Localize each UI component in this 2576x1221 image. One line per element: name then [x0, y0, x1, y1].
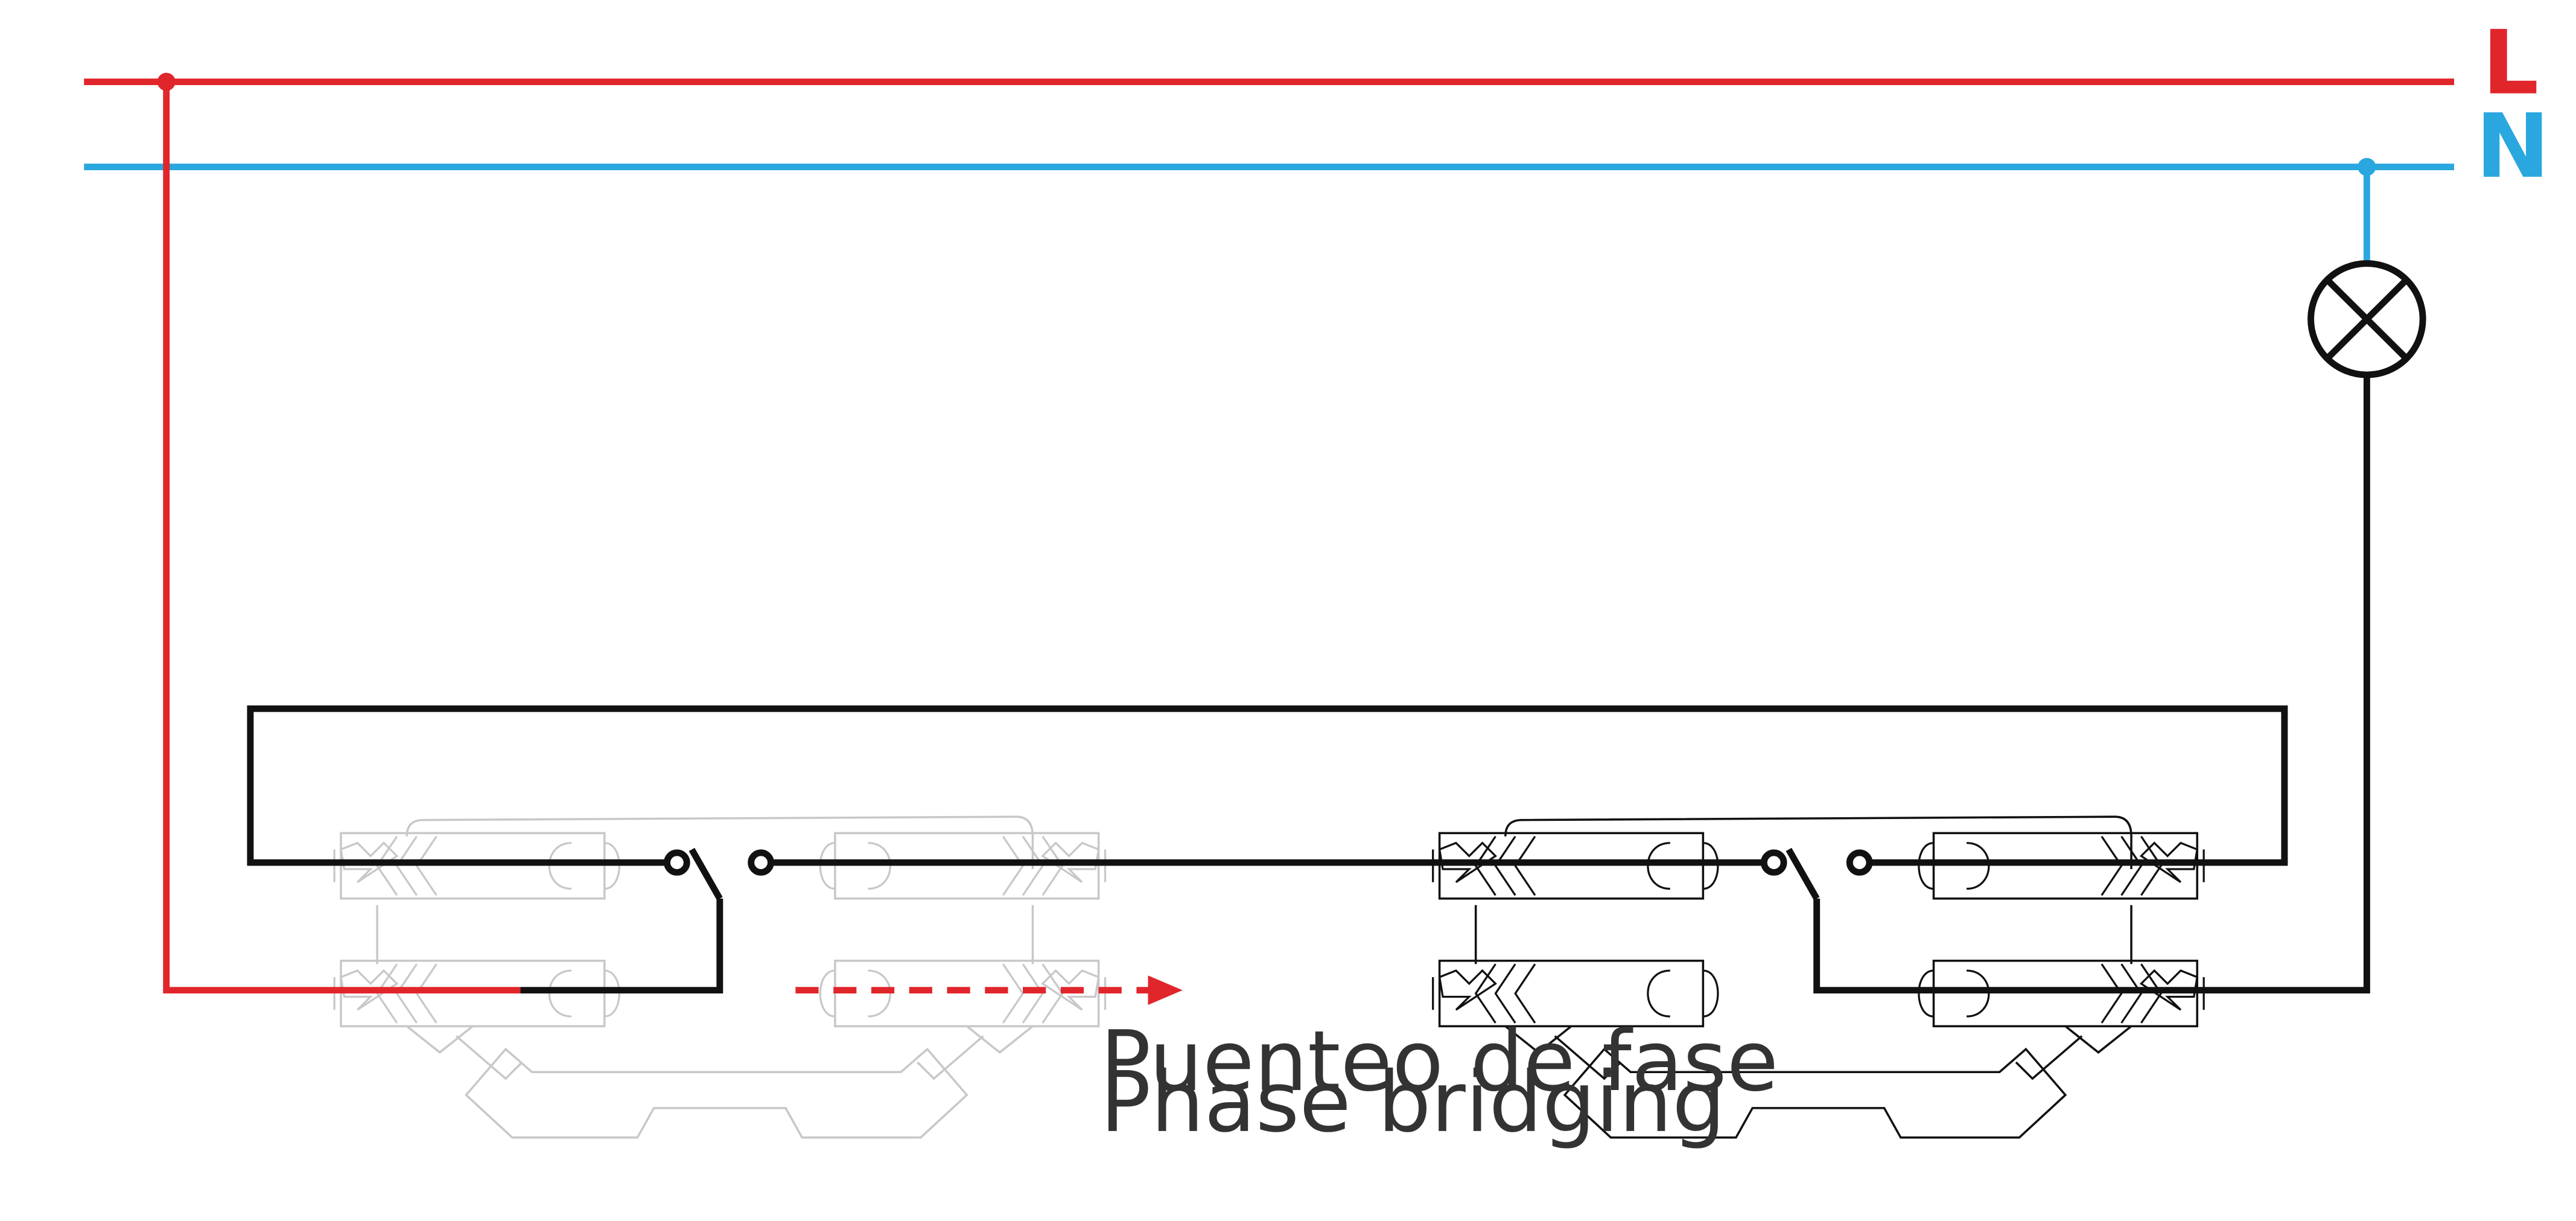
left-switch-contact-1	[664, 849, 690, 876]
left-switch-lever	[689, 847, 723, 901]
right-switch-contact-1	[1760, 849, 1787, 876]
switched-live-wire	[1813, 375, 2370, 994]
traveller-wire-upper	[247, 705, 2288, 866]
live-feed-wire	[163, 81, 521, 994]
caption-spanish: Puenteo de fase	[1100, 1012, 1778, 1109]
left-switch-contact-2	[748, 849, 774, 876]
right-switch-contact-2	[1846, 849, 1873, 876]
neutral-rail-label: N	[2475, 95, 2549, 197]
caption-english: Phase bridging	[1100, 1053, 1725, 1150]
phase-bridging-arrow	[795, 975, 1183, 1006]
lamp-icon	[2307, 260, 2426, 378]
right-switch-lever	[1786, 847, 1820, 901]
left-switch-common-wire	[520, 898, 724, 994]
live-rail-label: L	[2482, 11, 2539, 114]
